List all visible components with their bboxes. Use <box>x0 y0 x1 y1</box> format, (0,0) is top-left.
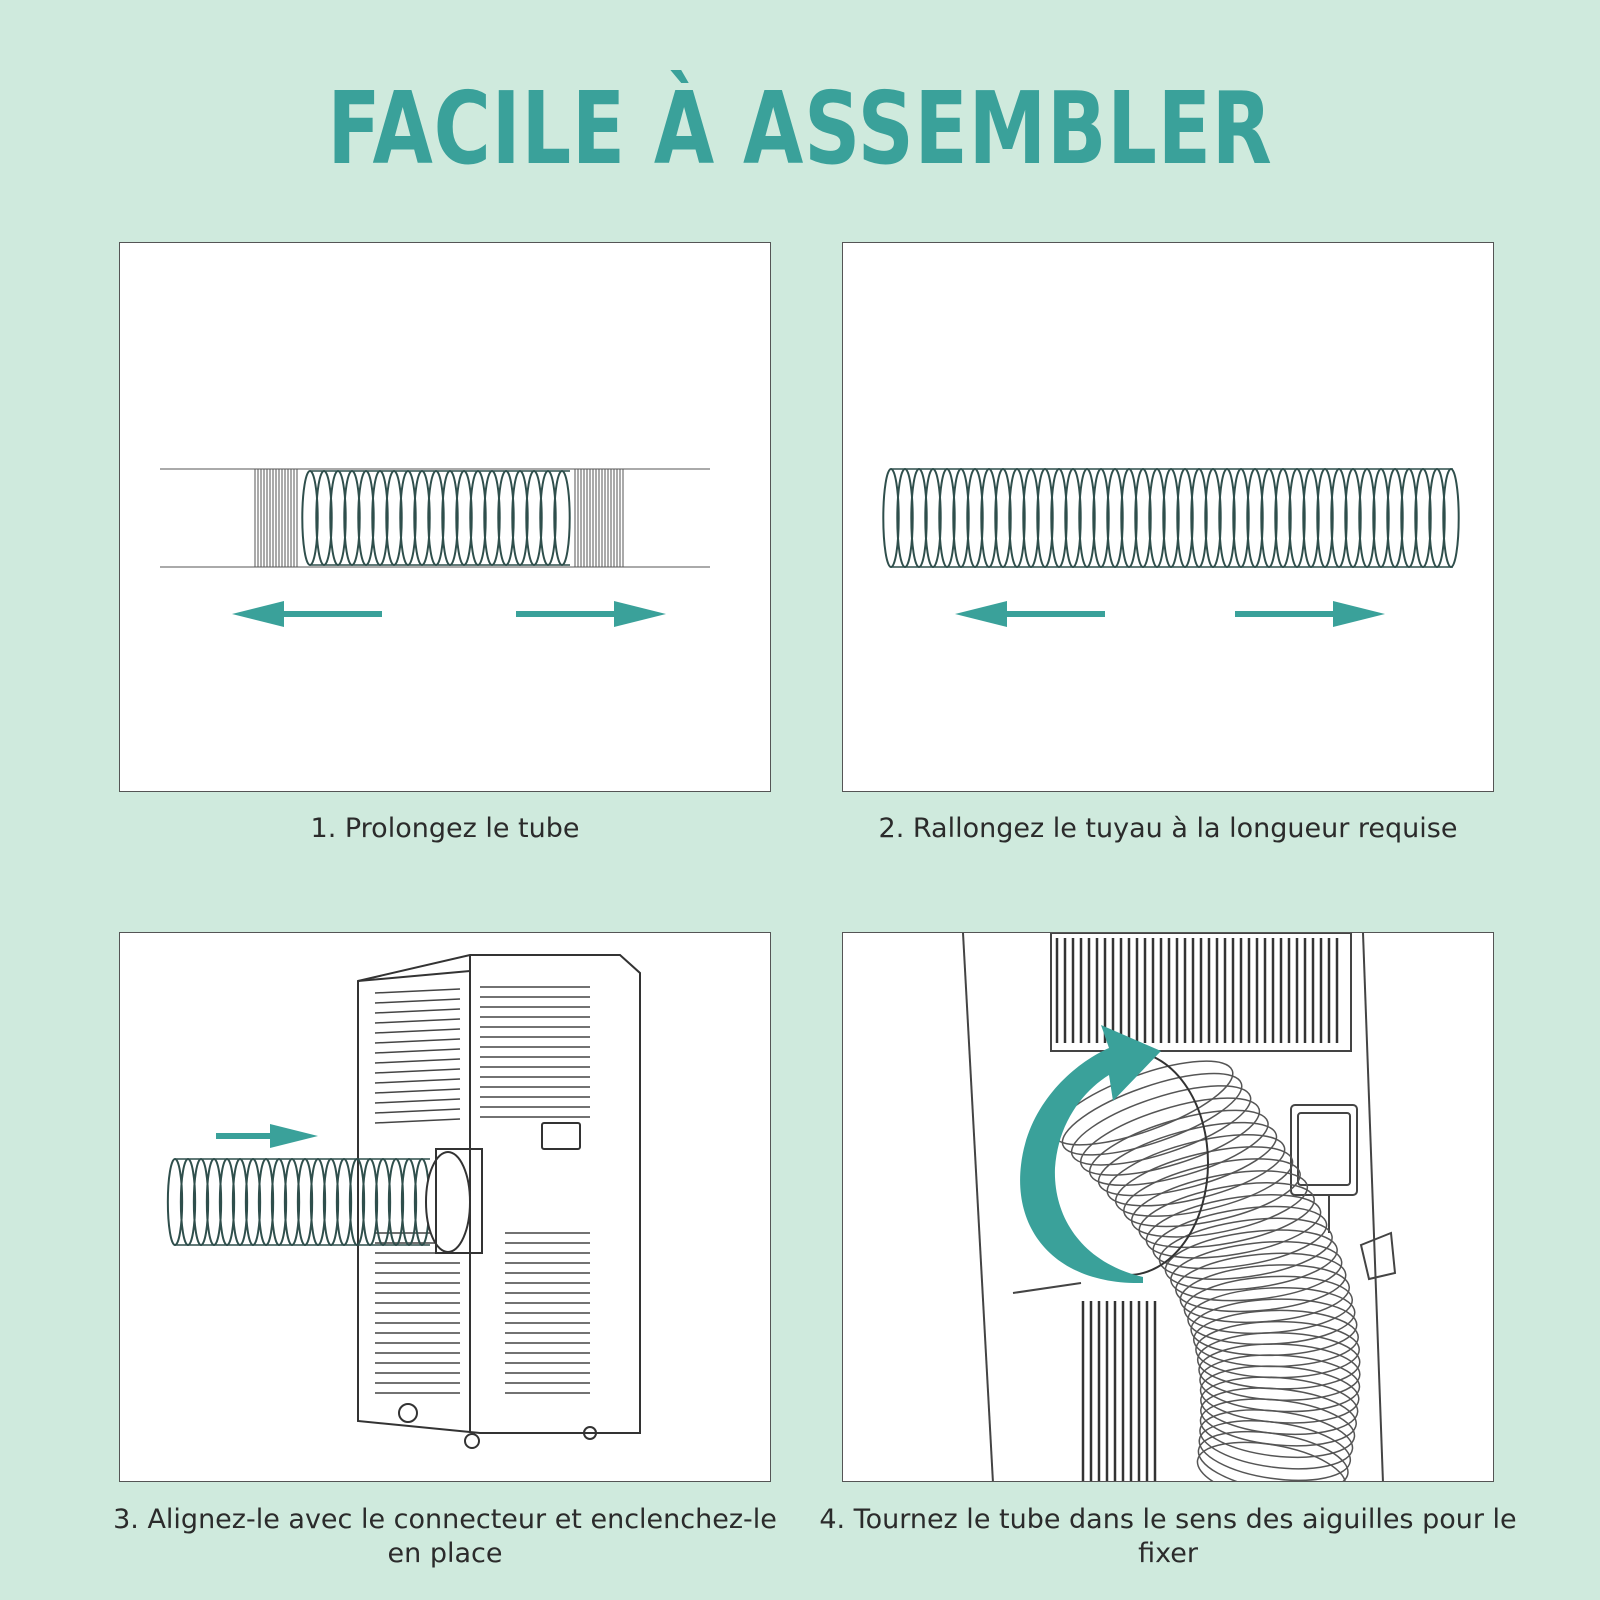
step-3-illustration <box>119 932 771 1482</box>
step-3-caption: 3. Alignez-le avec le connecteur et encl… <box>113 1504 777 1569</box>
step-4-caption: 4. Tournez le tube dans le sens des aigu… <box>819 1504 1517 1569</box>
step-1-illustration <box>119 242 771 792</box>
page-title: FACILE À ASSEMBLER <box>327 70 1273 187</box>
hose-icon <box>166 1148 483 1254</box>
arrow-left-icon <box>232 601 382 627</box>
step-2-illustration <box>842 242 1494 792</box>
step-2-caption: 2. Rallongez le tuyau à la longueur requ… <box>878 813 1458 844</box>
arrow-left-icon <box>955 601 1105 627</box>
hose-icon <box>882 468 1460 568</box>
hose-icon <box>1047 1050 1361 1481</box>
step-4-illustration <box>842 932 1494 1482</box>
hose-icon <box>160 468 710 568</box>
air-conditioner-icon <box>357 954 641 1449</box>
rotate-clockwise-arrow-icon <box>1020 1025 1161 1284</box>
arrow-right-icon <box>216 1124 318 1148</box>
arrow-right-icon <box>516 601 666 627</box>
arrow-right-icon <box>1235 601 1385 627</box>
step-1-caption: 1. Prolongez le tube <box>310 813 580 844</box>
air-conditioner-icon <box>962 933 1397 1481</box>
